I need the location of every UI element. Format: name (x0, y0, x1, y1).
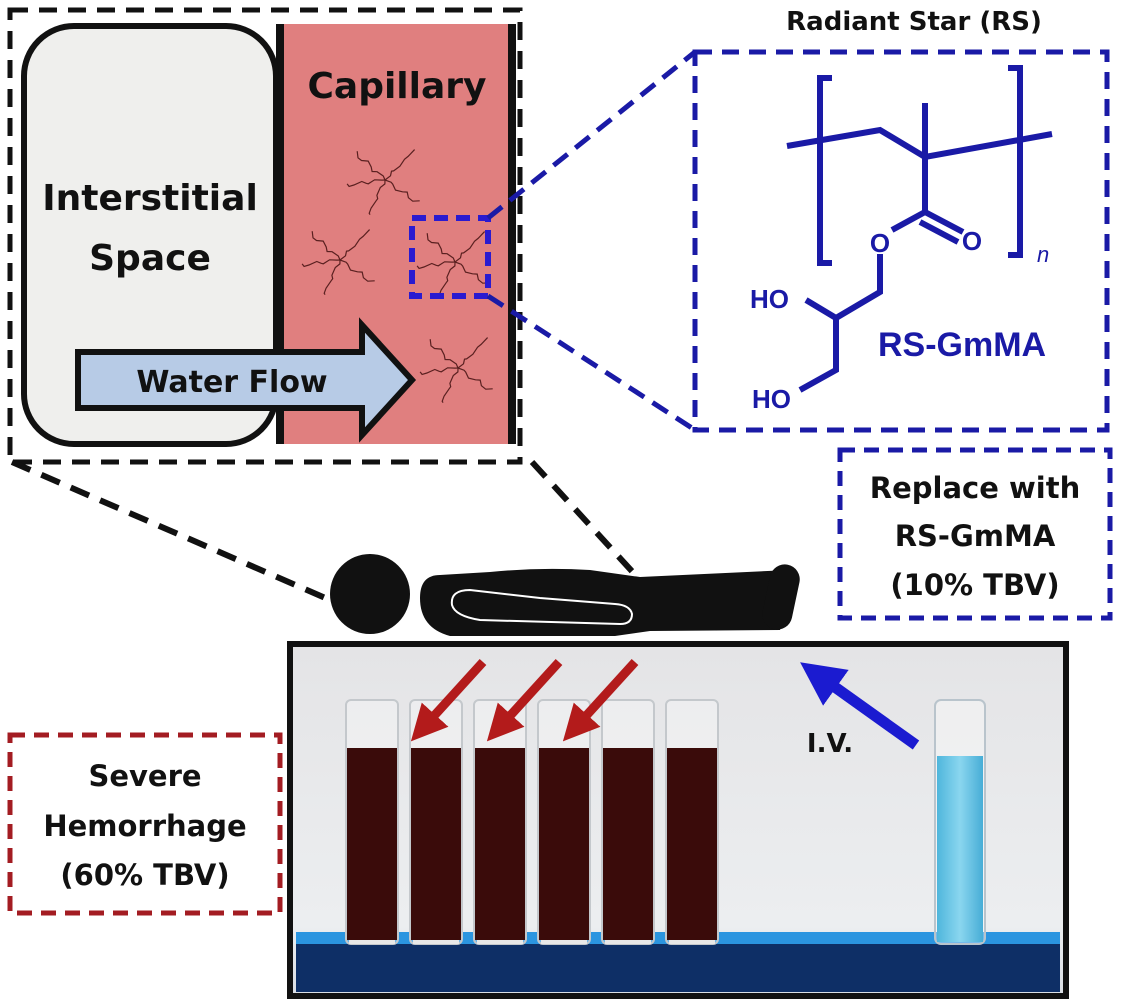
rs-solution-tube (934, 699, 986, 945)
rack-base (296, 944, 1060, 992)
inset-connector-right (529, 459, 643, 583)
capillary-label: Capillary (307, 66, 486, 107)
right-bracket (1008, 65, 1023, 258)
iv-arrow (800, 662, 920, 750)
polymer-arm (416, 261, 456, 270)
hemorrhage-line3: (60% TBV) (60, 858, 229, 892)
red-arrow (410, 658, 487, 742)
polymer-arm (457, 367, 493, 390)
polymer-arm (441, 367, 459, 403)
tube-blood (475, 748, 525, 940)
tube-bottom (605, 940, 651, 944)
red-arrows (410, 658, 639, 742)
patient-arm (450, 588, 634, 626)
structure-dashed-box (692, 49, 1110, 433)
replace-line1: Replace with (870, 471, 1080, 505)
patient-figure (330, 554, 800, 636)
tube-blood (603, 748, 653, 940)
inset-dashed-border (7, 7, 523, 465)
water-flow-label: Water Flow (136, 365, 327, 400)
replace-line2: RS-GmMA (895, 519, 1056, 553)
tube-bottom (541, 940, 587, 944)
inset-connector-left (10, 459, 332, 603)
tube-blood (539, 748, 589, 940)
polymer-arm (339, 229, 371, 261)
hemorrhage-line2: Hemorrhage (43, 809, 246, 843)
interstitial-label-line1: Interstitial (42, 178, 258, 219)
ester-bond (890, 209, 927, 233)
structure-bonds (786, 65, 1053, 393)
polymer-arm (426, 233, 456, 263)
red-arrow (486, 658, 563, 742)
tube-bottom (413, 940, 459, 944)
blood-tube (409, 699, 463, 945)
rs-tube-liquid (937, 756, 983, 942)
interstitial-label-line2: Space (89, 238, 211, 279)
glycerol-chain (798, 254, 883, 393)
hemorrhage-box: Severe Hemorrhage (60% TBV) (7, 732, 283, 916)
tube-bottom (477, 940, 523, 944)
capillary-inset: Interstitial Space Capillary Water Flow (7, 7, 523, 465)
backbone (786, 126, 1053, 161)
structure-title: Radiant Star (RS) (786, 7, 1042, 37)
chemical-structure: Radiant Star (RS) O O n HO HO RS-GmMA (692, 7, 1110, 433)
atom-o-carbonyl: O (962, 226, 982, 256)
polymer-arm (356, 151, 386, 181)
replace-box: Replace with RS-GmMA (10% TBV) (837, 447, 1113, 621)
polymer-arm (454, 231, 486, 263)
tube-blood (411, 748, 461, 940)
polymer-arm (301, 259, 341, 268)
water-flow-arrow (75, 317, 417, 443)
star-polymers (301, 149, 493, 403)
tube-bottom (349, 940, 395, 944)
test-tube-photo: I.V. (287, 641, 1069, 999)
hemorrhage-line1: Severe (88, 759, 201, 793)
tube-bottom (669, 940, 715, 944)
zoom-connector-top (486, 50, 697, 220)
iv-label: I.V. (807, 729, 853, 759)
polymer-arm (323, 259, 341, 295)
hemorrhage-dashed-box (7, 732, 283, 916)
tube-blood (667, 748, 717, 940)
blood-tube (601, 699, 655, 945)
patient-head (330, 554, 410, 634)
polymer-arm (311, 231, 341, 261)
red-arrow (562, 658, 639, 742)
blood-tube (665, 699, 719, 945)
polymer-arm (368, 179, 386, 215)
atom-ho-1: HO (750, 284, 789, 314)
blood-tubes (345, 699, 719, 945)
star-polymer (419, 337, 493, 403)
polymer-arm (339, 259, 375, 282)
polymer-arm (429, 339, 459, 369)
replace-line3: (10% TBV) (890, 568, 1059, 602)
atom-o-ester: O (870, 228, 890, 258)
blood-tube (473, 699, 527, 945)
zoom-connector-bottom (486, 293, 697, 433)
patient-feet (762, 564, 800, 630)
polymer-arm (384, 149, 416, 181)
polymer-arm (454, 261, 490, 284)
polymer-arm (384, 179, 420, 202)
left-bracket (817, 75, 832, 266)
star-polymer (301, 229, 375, 295)
polymer-arm (419, 367, 459, 376)
interstitial-space (21, 23, 279, 447)
zoom-selection-box (409, 215, 491, 299)
polymer-arm (457, 337, 489, 369)
oh-bond (804, 297, 838, 321)
compound-name: RS-GmMA (878, 326, 1046, 364)
blood-tube (537, 699, 591, 945)
polymer-arm (346, 179, 386, 188)
star-polymer (416, 231, 490, 297)
repeat-subscript-n: n (1037, 242, 1049, 267)
blood-tube (345, 699, 399, 945)
replace-dashed-box (837, 447, 1113, 621)
tube-blood (347, 748, 397, 940)
carbonyl-double-bond (918, 209, 965, 245)
star-polymer (346, 149, 420, 215)
atom-ho-2: HO (752, 384, 791, 414)
